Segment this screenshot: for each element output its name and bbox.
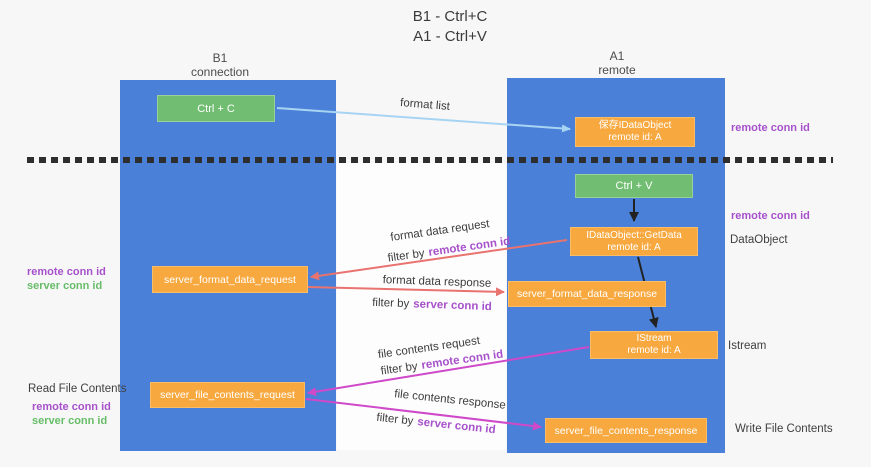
lifeline-header-b1: B1 connection (120, 51, 320, 79)
annotation-istream: Istream (728, 340, 767, 352)
node-ctrl-v: Ctrl + V (575, 174, 693, 198)
node-getdata-line2: remote id: A (607, 241, 661, 253)
node-istream-line1: IStream (636, 333, 672, 344)
node-save-idataobject-line2: remote id: A (608, 132, 662, 143)
annotation-server-conn-id-left-1: server conn id (27, 280, 103, 292)
lifeline-a1-role: remote (598, 63, 636, 77)
node-server-format-data-request-label: server_format_data_request (164, 273, 296, 286)
annotation-remote-conn-id-top-right: remote conn id (731, 122, 810, 134)
node-server-format-data-response-label: server_format_data_response (516, 288, 658, 300)
lifeline-header-a1: A1 remote (517, 49, 717, 77)
node-ctrl-c: Ctrl + C (157, 95, 275, 122)
node-idataobject-getdata: IDataObject::GetData remote id: A (570, 227, 698, 256)
node-server-format-data-response: server_format_data_response (508, 281, 666, 307)
lifeline-b1-role: connection (190, 65, 250, 79)
node-save-idataobject: 保存IDataObject remote id: A (575, 117, 695, 147)
annotation-remote-conn-id-mid-right: remote conn id (731, 210, 810, 222)
lifeline-b1-name: B1 (212, 51, 228, 65)
node-server-file-contents-response: server_file_contents_response (545, 418, 707, 443)
node-istream: IStream remote id: A (590, 331, 718, 359)
label-format-list: format list (400, 97, 451, 113)
node-getdata-line1: IDataObject::GetData (586, 229, 682, 241)
node-server-file-contents-request: server_file_contents_request (150, 382, 305, 408)
title-line-2: A1 - Ctrl+V (413, 28, 487, 45)
filter-by-text: filter by (371, 296, 410, 311)
diagram-title: B1 - Ctrl+C A1 - Ctrl+V (330, 7, 570, 47)
node-server-format-data-request: server_format_data_request (152, 266, 308, 293)
annotation-write-file-contents: Write File Contents (735, 423, 833, 435)
format-list-text: format list (399, 97, 451, 113)
title-line-1: B1 - Ctrl+C (412, 8, 488, 25)
annotation-read-file-contents: Read File Contents (28, 383, 127, 395)
node-ctrl-c-label: Ctrl + C (197, 102, 235, 115)
annotation-dataobject: DataObject (730, 234, 788, 246)
node-ctrl-v-label: Ctrl + V (615, 180, 653, 192)
annotation-server-conn-id-left-2: server conn id (32, 415, 108, 427)
node-istream-line2: remote id: A (627, 345, 681, 356)
node-server-file-contents-response-label: server_file_contents_response (554, 424, 698, 437)
node-server-file-contents-request-label: server_file_contents_request (160, 389, 295, 401)
annotation-remote-conn-id-left-2: remote conn id (32, 401, 111, 413)
lifeline-a1-name: A1 (609, 49, 625, 63)
node-save-idataobject-line1: 保存IDataObject (598, 120, 672, 131)
annotation-remote-conn-id-left-1: remote conn id (27, 266, 106, 278)
